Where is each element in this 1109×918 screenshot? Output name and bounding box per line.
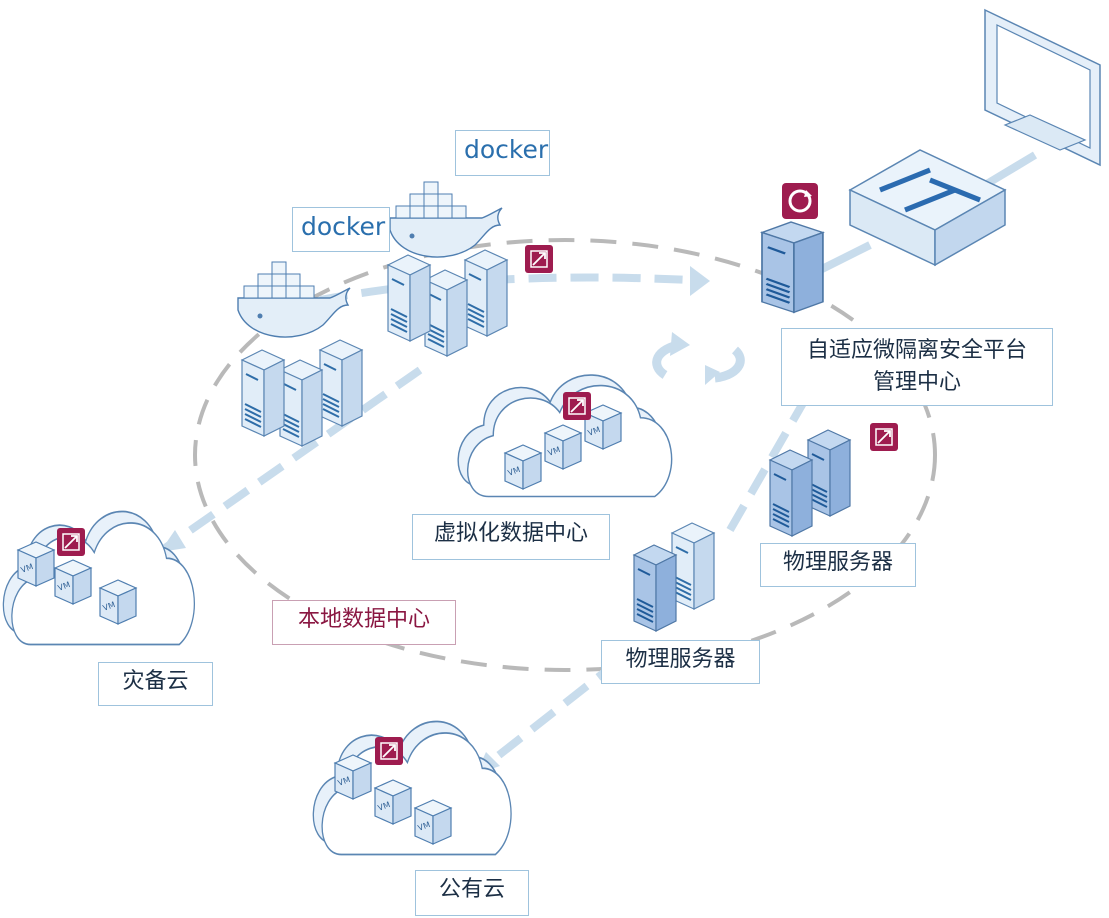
docker-host-1 — [237, 261, 363, 447]
switch-icon — [848, 149, 1007, 267]
physical-server-label-2: 物理服务器 — [601, 640, 760, 684]
local-dc-boundary — [193, 238, 937, 672]
mgmt-center-label: 自适应微隔离安全平台 管理中心 — [781, 328, 1053, 406]
dr-cloud — [2, 510, 196, 646]
physical-server-group-b — [633, 522, 715, 632]
virtual-dc-label: 虚拟化数据中心 — [412, 514, 610, 560]
mgmt-uplink — [818, 151, 1038, 274]
monitor-icon — [984, 8, 1101, 167]
local-dc-label: 本地数据中心 — [272, 600, 456, 645]
public-cloud — [312, 720, 512, 856]
virtual-dc-cloud — [457, 374, 673, 498]
sync-icon — [652, 340, 745, 383]
physical-server-group-a — [769, 422, 899, 537]
docker-label-2: docker — [455, 130, 550, 176]
dr-cloud-label: 灾备云 — [98, 662, 213, 706]
public-cloud-label: 公有云 — [415, 870, 529, 916]
physical-server-label-1: 物理服务器 — [760, 543, 916, 587]
docker-host-2 — [387, 181, 554, 357]
docker-label-1: docker — [292, 207, 390, 252]
mgmt-server — [760, 183, 825, 314]
